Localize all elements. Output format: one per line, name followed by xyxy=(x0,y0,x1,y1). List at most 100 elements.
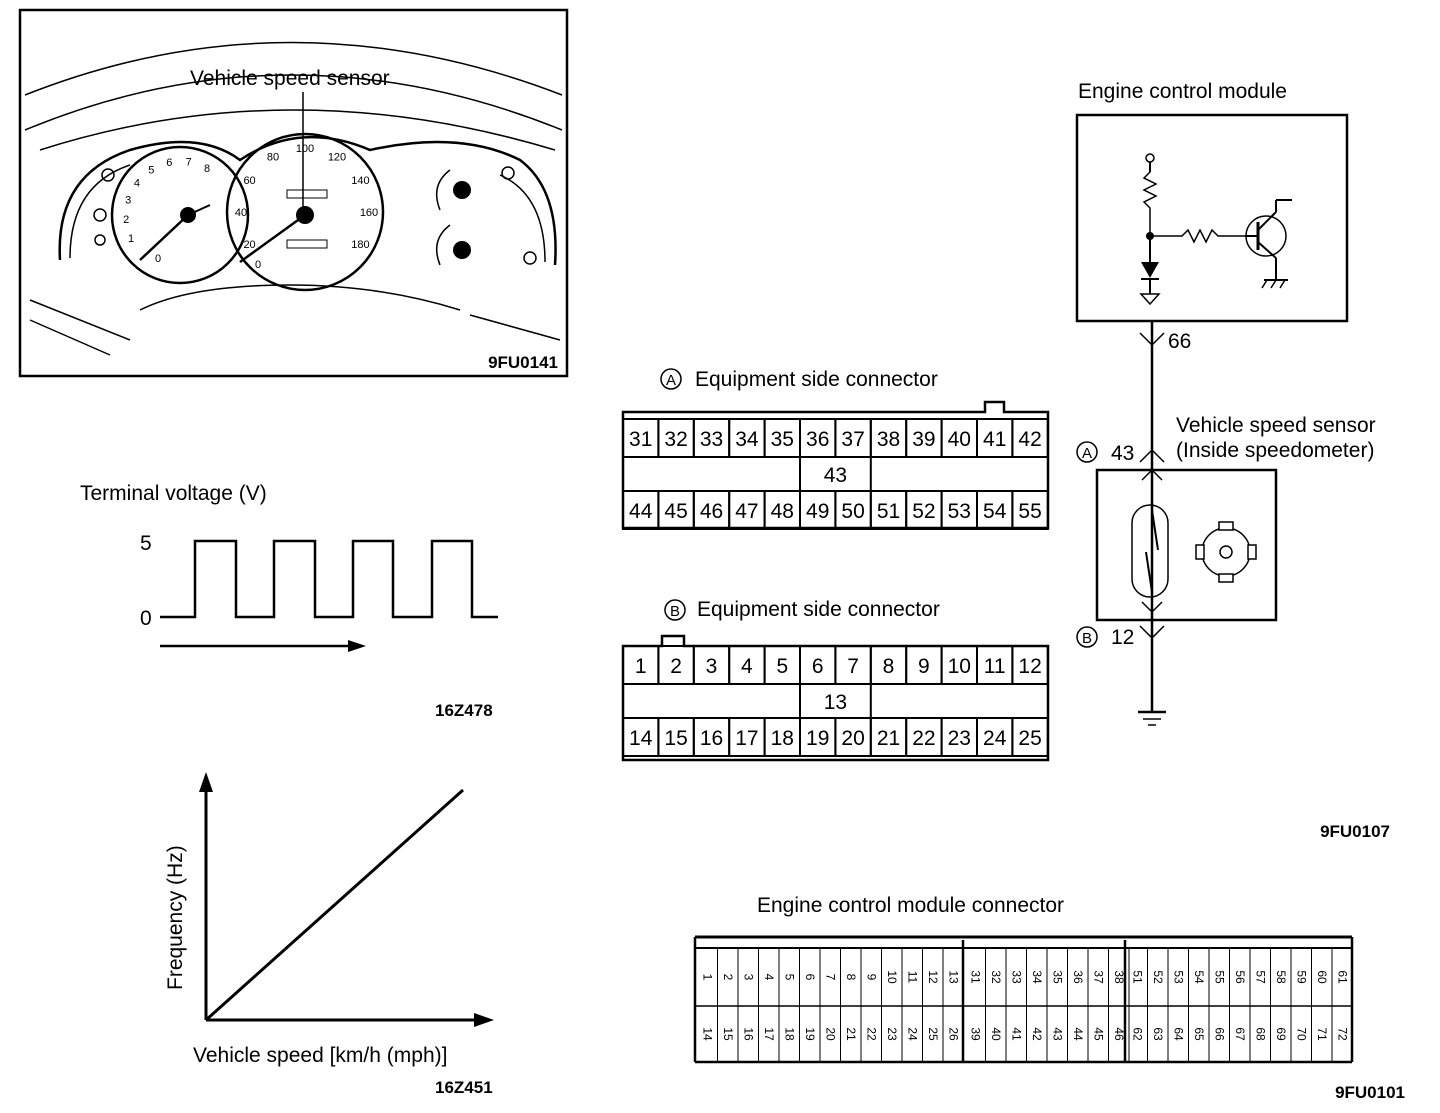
connector-a-marker xyxy=(660,368,682,390)
connector-b-pin-9: 9 xyxy=(918,655,930,678)
connector-a-pin-32: 32 xyxy=(664,428,687,451)
ecm-pin-23: 23 xyxy=(885,1027,899,1041)
connector-b-pin-19: 19 xyxy=(806,727,829,750)
ecm-pin-16: 16 xyxy=(741,1027,755,1041)
speedo-tick-80: 80 xyxy=(267,152,279,164)
connector-b-pin-14: 14 xyxy=(629,727,653,750)
ecm-pin-4: 4 xyxy=(762,974,776,981)
connector-b-cell-25 xyxy=(1011,717,1049,757)
tacho-tick-6: 6 xyxy=(166,157,172,169)
ecm-pin-70: 70 xyxy=(1294,1027,1308,1041)
connector-b-pin-2: 2 xyxy=(670,655,682,678)
ecm-pin-11: 11 xyxy=(905,971,919,984)
tacho-tick-8: 8 xyxy=(204,163,210,175)
sensor-title-line2: (Inside speedometer) xyxy=(1176,439,1374,462)
terminal-b-marker-letter: B xyxy=(1082,630,1092,647)
tacho-zero: 0 xyxy=(155,253,161,265)
freq-chart-code: 16Z451 xyxy=(435,1078,493,1097)
connector-a-pin-33: 33 xyxy=(700,428,723,451)
ecm-pin-9: 9 xyxy=(864,974,878,981)
ecm-pin-13: 13 xyxy=(946,970,960,984)
ecm-pin-14: 14 xyxy=(700,1027,714,1041)
cluster-sensor-label: Vehicle speed sensor xyxy=(190,67,390,90)
connector-a-pin-55: 55 xyxy=(1018,500,1041,523)
ecm-pin-25: 25 xyxy=(926,1027,940,1041)
connector-a-pin-31: 31 xyxy=(629,428,652,451)
terminal-b-label: 12 xyxy=(1111,626,1134,649)
speedo-tick-40: 40 xyxy=(235,207,247,219)
tacho-tick-5: 5 xyxy=(148,164,154,176)
magnet-rotor-icon xyxy=(1201,527,1251,577)
ecm-pin-1: 1 xyxy=(700,974,714,981)
connector-b-cell-12 xyxy=(1011,645,1049,685)
connector-a-pin-35: 35 xyxy=(771,428,794,451)
speedometer-dial xyxy=(225,132,385,292)
ecm-pin-67: 67 xyxy=(1233,1027,1247,1041)
connector-a-pin-46: 46 xyxy=(700,500,723,523)
connector-a-title: Equipment side connector xyxy=(695,368,938,391)
connector-a-pin-54: 54 xyxy=(983,500,1007,523)
connector-b-pin-16: 16 xyxy=(700,727,723,750)
ecm-pin-36: 36 xyxy=(1071,970,1085,984)
voltage-chart-code: 16Z478 xyxy=(435,701,493,720)
connector-b-cell-13 xyxy=(799,683,872,719)
ecm-box xyxy=(1075,113,1349,323)
circuit-schematic: Engine control module 66 Vehicle speed s… xyxy=(1075,80,1390,841)
voltage-waveform-chart: Terminal voltage (V) 5 0 16Z478 xyxy=(80,482,498,720)
fuel-gauge-icon xyxy=(453,241,471,259)
ecm-pin-46: 46 xyxy=(1112,1027,1126,1041)
terminal-b-marker xyxy=(1076,626,1098,648)
connector-b-pin-22: 22 xyxy=(912,727,935,750)
ecm-pin-56: 56 xyxy=(1233,970,1247,984)
connector-a-pin-34: 34 xyxy=(735,428,759,451)
ecm-pin-37: 37 xyxy=(1091,970,1105,984)
connector-b-title: Equipment side connector xyxy=(697,598,940,621)
ecm-pin-10: 10 xyxy=(885,970,899,984)
ecm-pin-26: 26 xyxy=(946,1027,960,1041)
ecm-pin-33: 33 xyxy=(1009,970,1023,984)
circuit-figure-code: 9FU0107 xyxy=(1320,822,1390,841)
ecm-pin-5: 5 xyxy=(782,974,796,981)
connector-b-pin-23: 23 xyxy=(948,727,971,750)
ecm-pin-62: 62 xyxy=(1130,1027,1144,1041)
ecm-pin-31: 31 xyxy=(968,970,982,984)
connector-a-pin-40: 40 xyxy=(948,428,971,451)
connector-b-pin-13: 13 xyxy=(824,691,847,714)
ecm-pin-39: 39 xyxy=(968,1027,982,1041)
connector-b-pin-6: 6 xyxy=(812,655,824,678)
tacho-tick-2: 2 xyxy=(123,214,129,226)
connector-a-pin-43: 43 xyxy=(824,464,847,487)
square-wave-trace xyxy=(160,539,498,619)
tachometer-dial xyxy=(110,145,250,285)
ecm-title: Engine control module xyxy=(1078,80,1287,103)
ecm-pin-61: 61 xyxy=(1335,970,1349,984)
connector-b-pin-4: 4 xyxy=(741,655,753,678)
freq-y-label: Frequency (Hz) xyxy=(164,845,187,990)
ecm-pin-52: 52 xyxy=(1151,970,1165,984)
voltage-high-label: 5 xyxy=(140,532,152,555)
ecm-pin-55: 55 xyxy=(1212,970,1226,984)
connector-b-pin-17: 17 xyxy=(735,727,758,750)
speedo-tick-60: 60 xyxy=(243,175,255,187)
tacho-tick-3: 3 xyxy=(125,195,131,207)
terminal-a-marker xyxy=(1076,441,1098,463)
ecm-pin-3: 3 xyxy=(741,974,755,981)
ecm-pin-24: 24 xyxy=(905,1027,919,1041)
ecm-pin-57: 57 xyxy=(1253,970,1267,984)
temp-gauge-icon xyxy=(453,181,471,199)
ecm-pin-64: 64 xyxy=(1171,1027,1185,1041)
voltage-chart-title: Terminal voltage (V) xyxy=(80,482,267,505)
speedo-tick-140: 140 xyxy=(351,175,369,187)
ecm-pin-72: 72 xyxy=(1335,1027,1349,1041)
ecm-pin-34: 34 xyxy=(1030,970,1044,984)
ecm-pin-69: 69 xyxy=(1274,1027,1288,1041)
connector-b-pin-24: 24 xyxy=(983,727,1007,750)
ecm-pin-63: 63 xyxy=(1151,1027,1165,1041)
connector-b-pin-18: 18 xyxy=(771,727,794,750)
connector-a-pin-50: 50 xyxy=(841,500,864,523)
connector-a-marker-letter: A xyxy=(666,372,676,389)
ecm-pin-51: 51 xyxy=(1130,970,1144,984)
